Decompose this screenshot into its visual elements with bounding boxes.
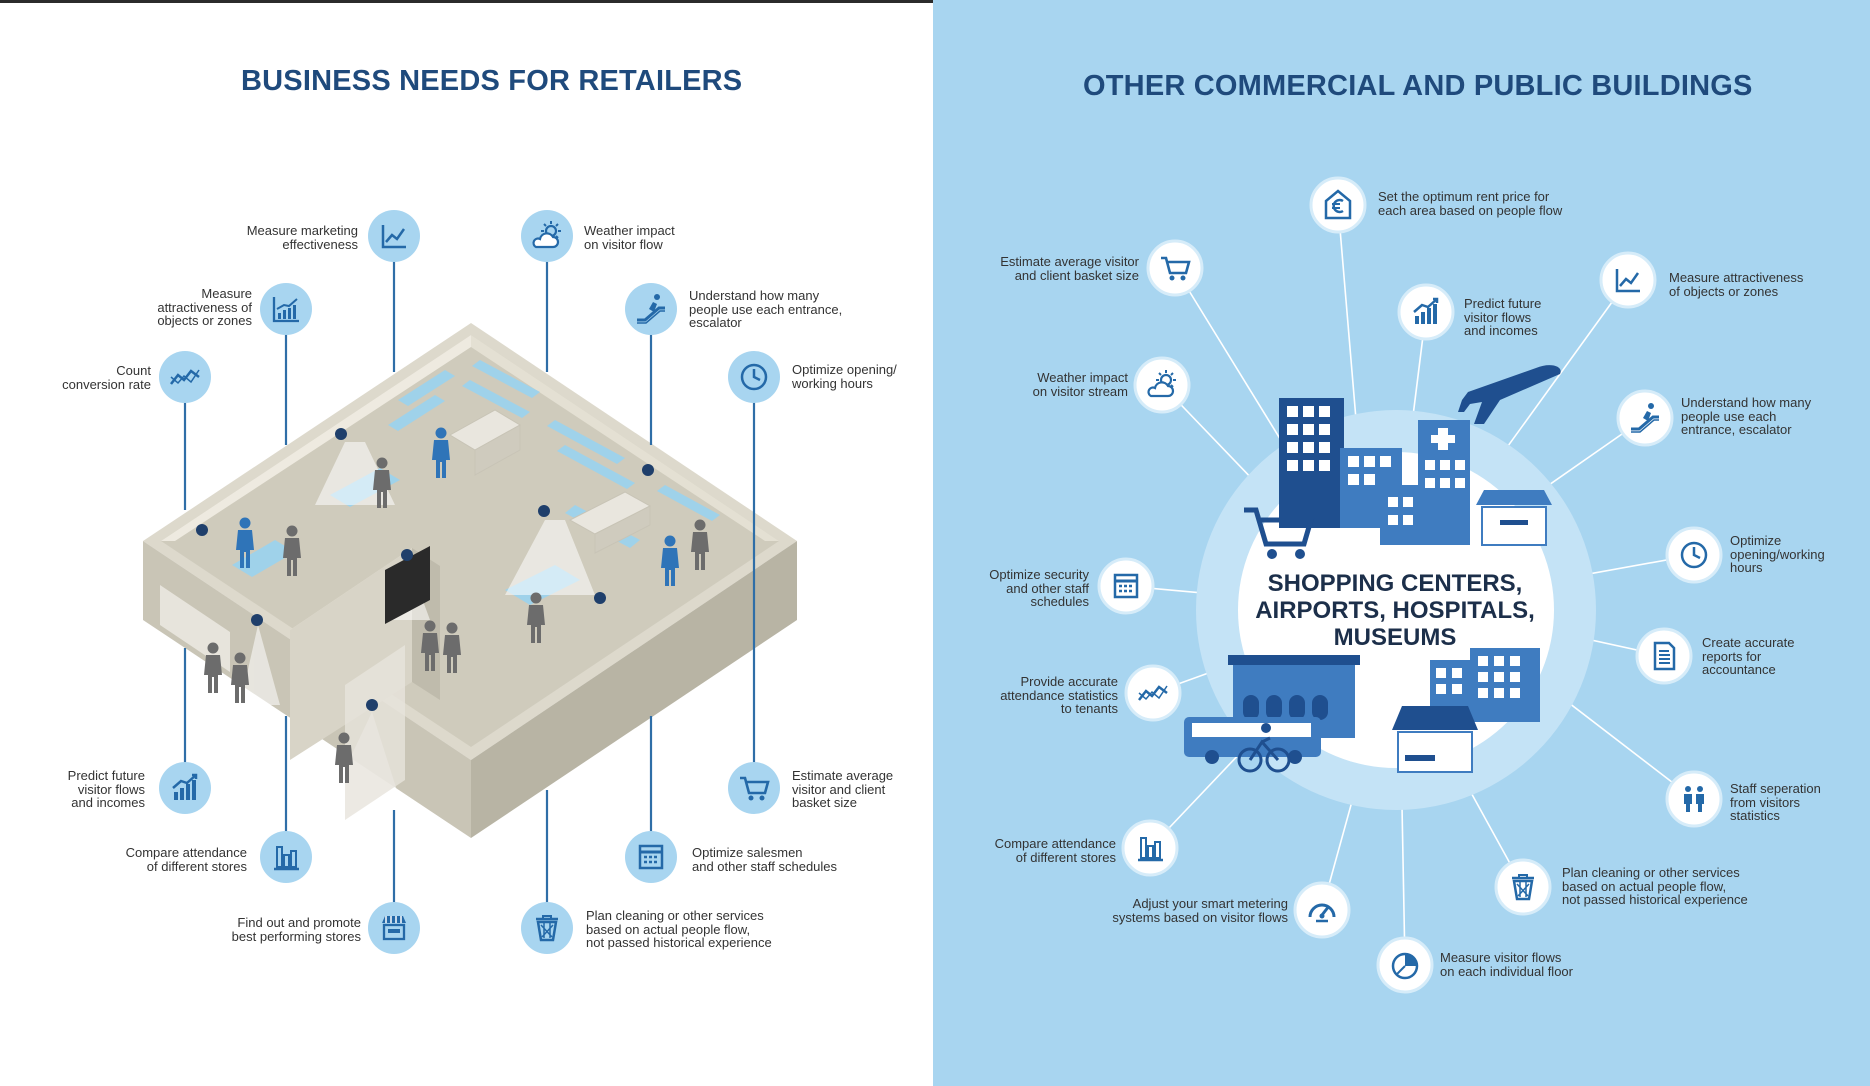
clock-icon (728, 351, 780, 403)
right-title: OTHER COMMERCIAL AND PUBLIC BUILDINGS (1083, 70, 1753, 102)
label-entrance: Understand how many people use each entr… (689, 288, 843, 330)
escalator-icon (625, 283, 677, 335)
label-basket-right: Estimate average visitor and client bask… (1000, 254, 1139, 283)
label-entrance-right: Understand how many people use each entr… (1681, 395, 1812, 437)
left-title: BUSINESS NEEDS FOR RETAILERS (241, 65, 743, 97)
trash-icon (521, 902, 573, 954)
cart-icon (728, 762, 780, 814)
report-icon (1635, 627, 1693, 685)
label-reports: Create accurate reports for accountance (1702, 635, 1795, 677)
hub-center-title: SHOPPING CENTERS, AIRPORTS, HOSPITALS, M… (1255, 570, 1535, 651)
trend-icon (1124, 664, 1182, 722)
gauge-icon (1293, 881, 1351, 939)
label-weather: Weather impact on visitor flow (584, 223, 675, 252)
trend-icon (159, 351, 211, 403)
bar-growth-icon (1397, 283, 1455, 341)
label-promote: Find out and promote best performing sto… (231, 915, 361, 944)
label-opening-right: Optimize opening/working hours (1730, 533, 1825, 575)
hub-buildings (1184, 365, 1561, 773)
weather-icon (521, 210, 573, 262)
growth-chart-icon (260, 283, 312, 335)
label-predict: Predict future visitor flows and incomes (67, 768, 145, 810)
label-weather-right: Weather impact on visitor stream (1032, 370, 1128, 399)
store-icon (368, 902, 420, 954)
store-bars-icon (260, 831, 312, 883)
people-icon (1665, 770, 1723, 828)
label-compare: Compare attendance of different stores (125, 845, 247, 874)
label-rent: Set the optimum rent price for each area… (1378, 189, 1563, 218)
cart-icon (1146, 239, 1204, 297)
label-security: Optimize security and other staff schedu… (989, 567, 1089, 609)
pie-icon (1376, 936, 1434, 994)
label-attractiveness: Measure attractiveness of objects or zon… (157, 286, 252, 328)
euro-house-icon (1309, 176, 1367, 234)
left-connectors (183, 258, 756, 905)
label-metering: Adjust your smart metering systems based… (1112, 896, 1288, 925)
label-opening: Optimize opening/ working hours (792, 362, 897, 391)
label-marketing: Measure marketing effectiveness (246, 223, 358, 252)
label-conversion: Count conversion rate (62, 363, 151, 392)
clock-icon (1665, 526, 1723, 584)
label-salesmen: Optimize salesmen and other staff schedu… (692, 845, 838, 874)
label-attractiveness-right: Measure attractiveness of objects or zon… (1669, 270, 1804, 299)
bar-growth-icon (159, 762, 211, 814)
label-staff: Staff seperation from visitors statistic… (1730, 781, 1821, 823)
chart-icon (1599, 251, 1657, 309)
label-cleaning-right: Plan cleaning or other services based on… (1562, 865, 1748, 907)
store-floor-plan (143, 323, 797, 838)
escalator-icon (1616, 389, 1674, 447)
store-bars-icon (1121, 819, 1179, 877)
label-floor: Measure visitor flows on each individual… (1440, 950, 1573, 979)
label-basket: Estimate average visitor and client bask… (792, 768, 894, 810)
weather-icon (1133, 356, 1191, 414)
trash-icon (1494, 858, 1552, 916)
label-compare-right: Compare attendance of different stores (994, 836, 1116, 865)
schedule-icon (1097, 557, 1155, 615)
label-attendance: Provide accurate attendance statistics t… (1000, 674, 1118, 716)
label-cleaning: Plan cleaning or other services based on… (586, 908, 772, 950)
label-predict-right: Predict future visitor flows and incomes (1464, 296, 1542, 338)
schedule-icon (625, 831, 677, 883)
chart-icon (368, 210, 420, 262)
